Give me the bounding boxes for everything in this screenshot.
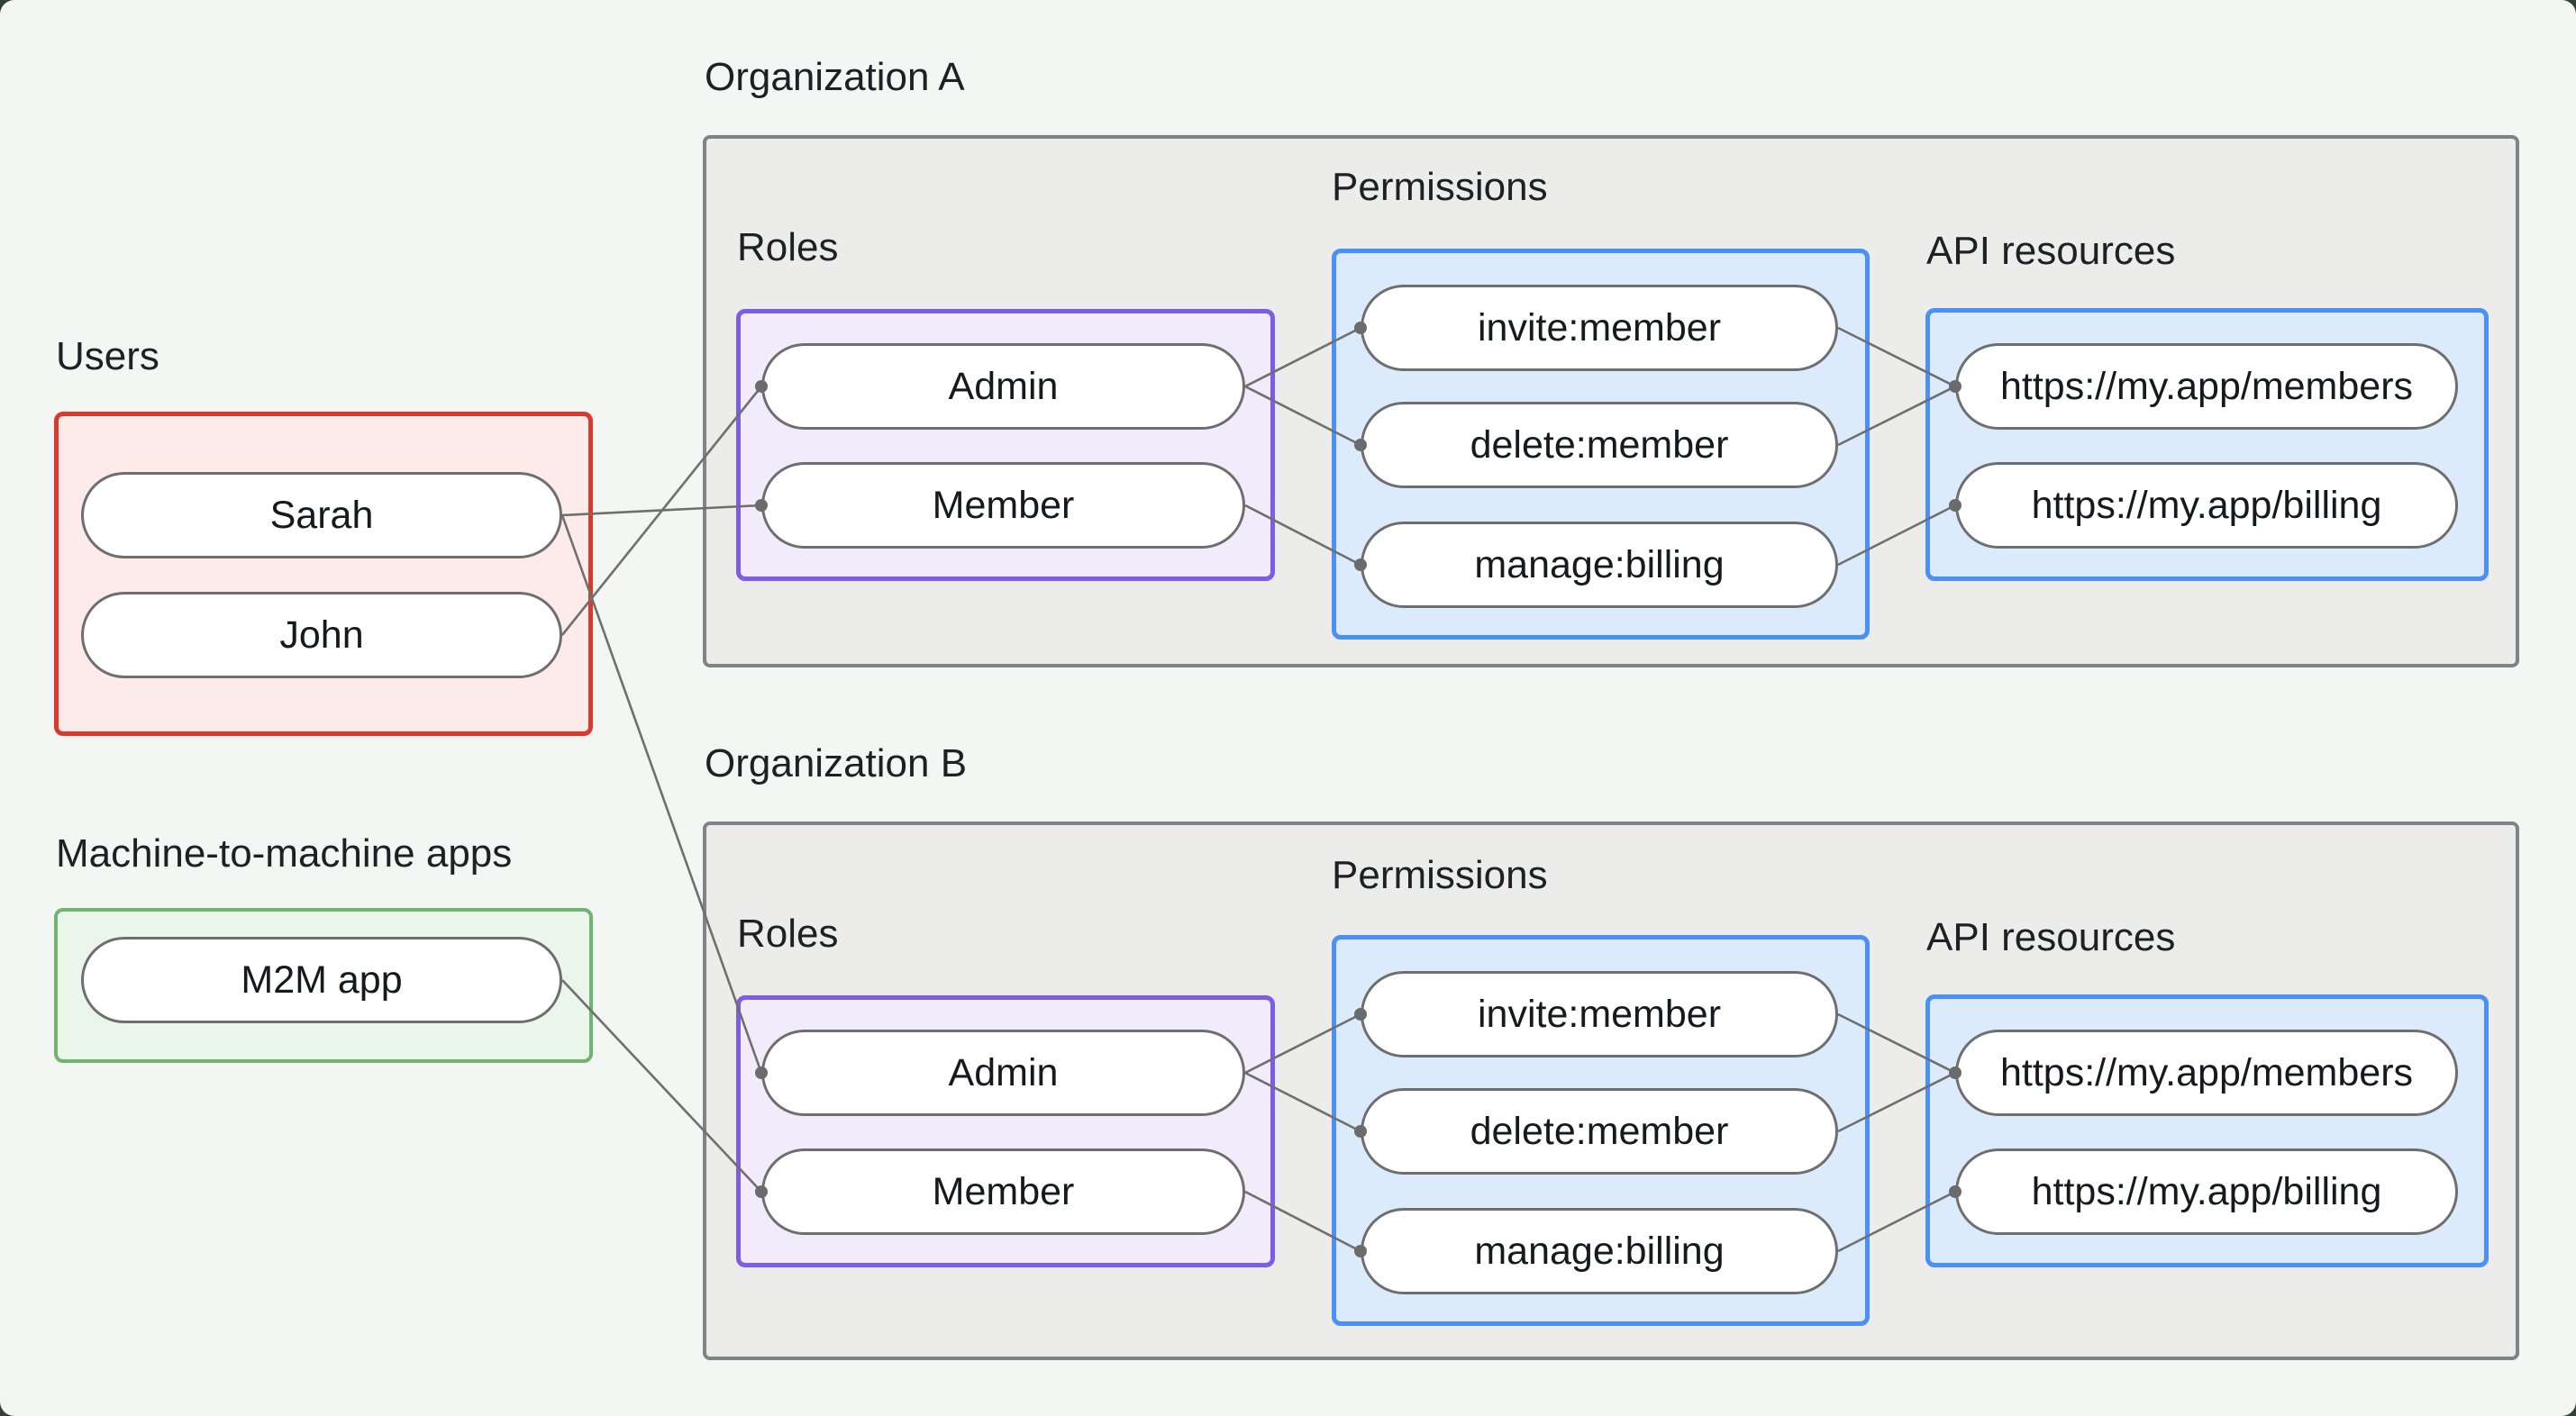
org-b-roles-label: Roles xyxy=(737,912,839,956)
org-a-permission-node-manage: manage:billing xyxy=(1361,522,1838,608)
org-b-api-node-members: https://my.app/members xyxy=(1955,1030,2458,1116)
org-a-permissions-label: Permissions xyxy=(1332,165,1548,209)
node-label: delete:member xyxy=(1470,422,1729,467)
org-a-role-node-member: Member xyxy=(761,462,1245,549)
node-label: Admin xyxy=(948,364,1059,408)
users-group-label: Users xyxy=(56,334,159,378)
org-b-api-node-billing: https://my.app/billing xyxy=(1955,1148,2458,1235)
m2m-app-node: M2M app xyxy=(81,937,562,1023)
org-b-role-node-admin: Admin xyxy=(761,1030,1245,1116)
node-label: Admin xyxy=(948,1050,1059,1094)
org-b-permission-node-manage: manage:billing xyxy=(1361,1208,1838,1294)
node-label: https://my.app/members xyxy=(1999,364,2414,408)
org-a-api-node-members: https://my.app/members xyxy=(1955,343,2458,430)
node-label: Member xyxy=(932,483,1075,527)
node-label: Sarah xyxy=(269,493,374,537)
node-label: Member xyxy=(932,1169,1075,1213)
node-label: manage:billing xyxy=(1474,1229,1725,1273)
org-a-permission-node-invite: invite:member xyxy=(1361,285,1838,371)
org-a-roles-label: Roles xyxy=(737,225,839,269)
org-a-api-resources-label: API resources xyxy=(1926,229,2176,273)
user-node-sarah: Sarah xyxy=(81,472,562,558)
users-group-box xyxy=(54,412,593,736)
node-label: M2M app xyxy=(241,958,403,1002)
organization-b-title: Organization B xyxy=(705,741,968,785)
organization-a-title: Organization A xyxy=(705,55,965,99)
node-label: https://my.app/billing xyxy=(2031,483,2382,527)
org-a-role-node-admin: Admin xyxy=(761,343,1245,430)
node-label: John xyxy=(279,613,364,657)
org-b-role-node-member: Member xyxy=(761,1148,1245,1235)
org-b-permission-node-invite: invite:member xyxy=(1361,971,1838,1057)
node-label: invite:member xyxy=(1477,305,1722,349)
node-label: https://my.app/billing xyxy=(2031,1169,2382,1213)
org-a-api-node-billing: https://my.app/billing xyxy=(1955,462,2458,549)
org-a-permission-node-delete: delete:member xyxy=(1361,402,1838,488)
user-node-john: John xyxy=(81,592,562,678)
org-b-permission-node-delete: delete:member xyxy=(1361,1088,1838,1175)
m2m-group-label: Machine-to-machine apps xyxy=(56,831,513,876)
node-label: invite:member xyxy=(1477,992,1722,1036)
node-label: delete:member xyxy=(1470,1109,1729,1153)
node-label: manage:billing xyxy=(1474,542,1725,586)
node-label: https://my.app/members xyxy=(1999,1050,2414,1094)
org-b-permissions-label: Permissions xyxy=(1332,853,1548,897)
org-b-api-resources-label: API resources xyxy=(1926,915,2176,959)
